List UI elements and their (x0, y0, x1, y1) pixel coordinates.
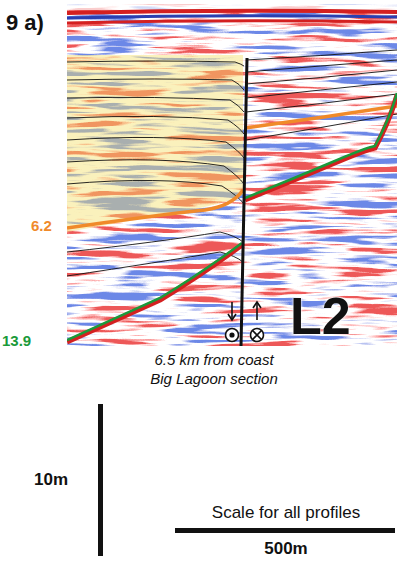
horizon-age: 6.2 (31, 218, 52, 233)
sediment-fill (67, 55, 243, 232)
vertical-scale-bar (98, 404, 103, 556)
figure-number: 9 a) (6, 12, 44, 34)
horizon-green (67, 243, 242, 340)
scale-caption: Scale for all profiles (212, 504, 360, 521)
horizons-right (246, 50, 397, 140)
horizon-green (245, 93, 397, 198)
fault-motion-symbols (226, 302, 264, 342)
scale-value: 10m (34, 471, 68, 488)
horizontal-scale-bar (175, 528, 395, 533)
horizon-orange (67, 190, 243, 228)
horizon-orange (245, 106, 397, 128)
seafloor-red (67, 21, 397, 23)
horizon-red (245, 95, 397, 200)
seismic-image (67, 4, 397, 346)
horizons-left (67, 61, 244, 276)
scale-value: 500m (264, 540, 307, 557)
horizon-age: 13.9 (2, 333, 31, 348)
seafloor-blue (67, 16, 397, 18)
seismic-noise (67, 4, 397, 346)
seafloor-red (67, 11, 397, 13)
location-caption: 6.5 km from coast (154, 352, 273, 367)
fault-line (241, 58, 247, 346)
profile-name: L2 (290, 290, 351, 342)
location-caption: Big Lagoon section (150, 371, 278, 386)
